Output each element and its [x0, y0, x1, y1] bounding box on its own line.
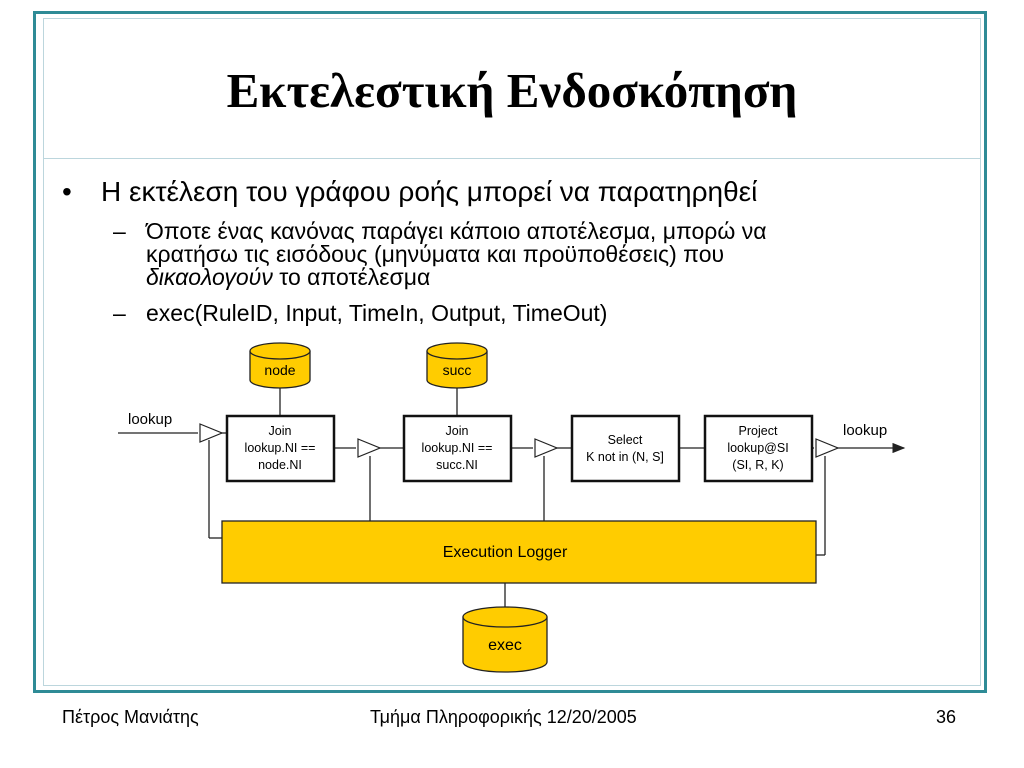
- db-succ: [426, 342, 488, 389]
- db-succ-label: succ: [443, 362, 472, 378]
- sub-bullet-1-line-3: δικαολογούν το αποτέλεσμα: [146, 266, 430, 289]
- execution-logger-label: Execution Logger: [443, 544, 568, 561]
- tee-4: [815, 438, 840, 458]
- input-stream-label: lookup: [128, 411, 172, 428]
- sub-bullet-1-line-3-rest: το αποτέλεσμα: [272, 264, 431, 290]
- box2-line2: lookup.NI ==: [422, 441, 493, 455]
- db-node-label: node: [264, 362, 295, 378]
- db-exec-label: exec: [488, 637, 522, 654]
- slide-frame: [33, 11, 987, 693]
- output-stream-label: lookup: [843, 422, 887, 439]
- sub-bullet-dash: –: [113, 300, 126, 326]
- italic-word: δικαολογούν: [146, 264, 273, 290]
- sub-bullet-1-line-1: Όποτε ένας κανόνας παράγει κάποιο αποτέλ…: [146, 218, 767, 244]
- box-select: [570, 414, 681, 483]
- sub-bullet-dash: –: [113, 218, 126, 244]
- sub-bullet-2-text: exec(RuleID, Input, TimeIn, Output, Time…: [146, 300, 608, 326]
- tee-1: [199, 423, 224, 443]
- box1-line1: Join: [269, 424, 292, 438]
- tee-2: [357, 438, 382, 458]
- db-node: [249, 342, 311, 389]
- box1-line3: node.NI: [258, 458, 302, 472]
- box4-line3: (SI, R, K): [732, 458, 783, 472]
- bullet-1-text: Η εκτέλεση του γράφου ροής μπορεί να παρ…: [101, 176, 758, 207]
- box-project: [703, 414, 814, 483]
- footer-author: Πέτρος Μανιάτης: [62, 707, 199, 727]
- box1-line2: lookup.NI ==: [245, 441, 316, 455]
- bullet-dot: •: [62, 176, 72, 207]
- footer-dept-date: Τμήμα Πληροφορικής 12/20/2005: [370, 707, 637, 727]
- sub-bullet-1-line-2: κρατήσω τις εισόδους (μηνύματα και προϋπ…: [146, 241, 725, 267]
- execution-logger-box: [221, 520, 817, 584]
- box3-line1: Select: [608, 433, 643, 447]
- slide-inner-frame: [43, 18, 981, 686]
- title-divider: [43, 158, 981, 159]
- footer-page-number: 36: [936, 707, 957, 727]
- box3-line2: K not in (N, S]: [586, 450, 664, 464]
- box-join-node: [225, 414, 336, 483]
- slide-title: Εκτελεστική Ενδοσκόπηση: [226, 63, 798, 118]
- tee-3: [534, 438, 559, 458]
- db-exec: [462, 606, 548, 673]
- box2-line1: Join: [446, 424, 469, 438]
- box2-line3: succ.NI: [436, 458, 478, 472]
- box4-line1: Project: [739, 424, 778, 438]
- box-join-succ: [402, 414, 513, 483]
- box4-line2: lookup@SI: [727, 441, 788, 455]
